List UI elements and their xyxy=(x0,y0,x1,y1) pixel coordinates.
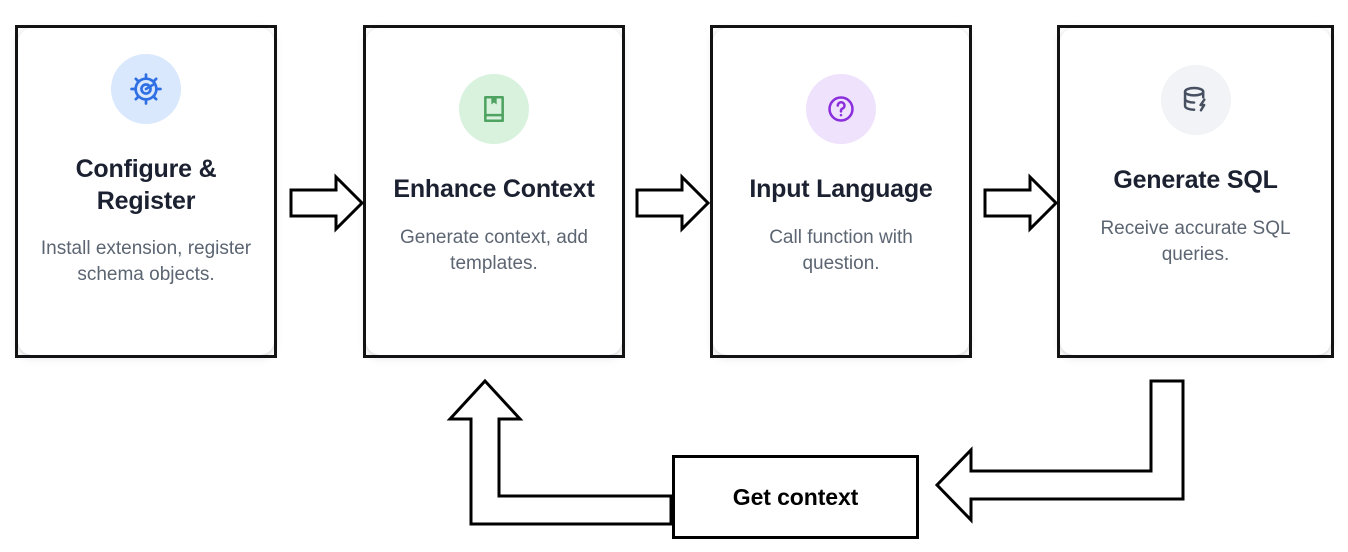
step-card-generate-sql[interactable]: Generate SQL Receive accurate SQL querie… xyxy=(1057,25,1334,358)
question-circle-icon-badge xyxy=(806,74,876,144)
step-card-inner: Input Language Call function with questi… xyxy=(713,28,969,355)
step-title: Input Language xyxy=(749,175,933,203)
arrow-step2-to-step3 xyxy=(635,173,711,233)
step-card-input-language[interactable]: Input Language Call function with questi… xyxy=(710,25,972,358)
get-context-box[interactable]: Get context xyxy=(672,455,919,539)
step-title: Enhance Context xyxy=(393,175,595,203)
arrow-generate-sql-to-get-context xyxy=(934,379,1185,524)
gear-icon-badge xyxy=(111,54,181,124)
arrow-step3-to-step4 xyxy=(983,173,1059,233)
step-description: Call function with question. xyxy=(769,226,913,274)
step-title: Configure & Register xyxy=(75,155,217,215)
step-card-inner: Generate SQL Receive accurate SQL querie… xyxy=(1060,28,1331,355)
step-card-inner: Configure & Register Install extension, … xyxy=(18,28,274,355)
step-card-configure-register[interactable]: Configure & Register Install extension, … xyxy=(15,25,277,358)
gear-icon xyxy=(130,73,162,105)
get-context-label: Get context xyxy=(732,483,859,510)
step-card-inner: Enhance Context Generate context, add te… xyxy=(366,28,622,355)
step-card-enhance-context[interactable]: Enhance Context Generate context, add te… xyxy=(363,25,625,358)
database-bolt-icon xyxy=(1183,86,1206,111)
step-description: Receive accurate SQL queries. xyxy=(1100,217,1291,265)
step-title: Generate SQL xyxy=(1113,166,1278,194)
arrow-step1-to-step2 xyxy=(289,173,365,233)
book-bookmark-icon xyxy=(484,96,504,122)
book-bookmark-icon-badge xyxy=(459,74,529,144)
step-description: Install extension, register schema objec… xyxy=(40,238,252,286)
arrow-get-context-to-enhance-context xyxy=(446,378,673,526)
question-circle-icon xyxy=(828,96,854,122)
database-bolt-icon-badge xyxy=(1160,65,1231,135)
step-description: Generate context, add templates. xyxy=(399,226,588,274)
